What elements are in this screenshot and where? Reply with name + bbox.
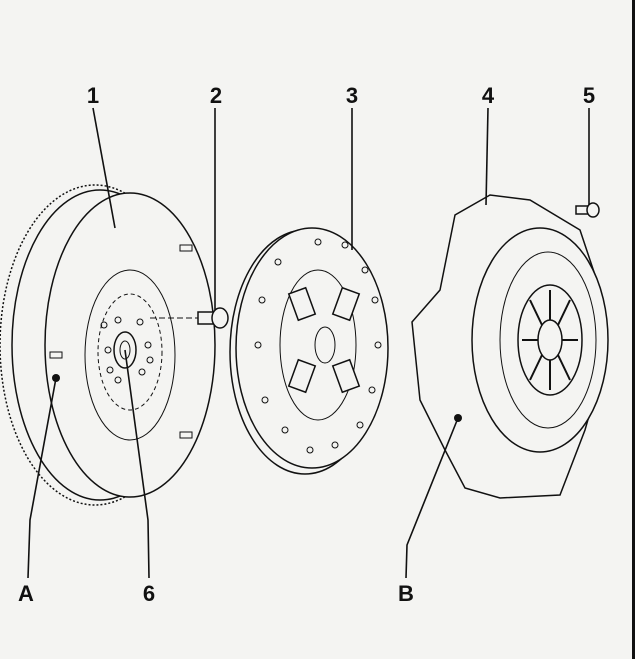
- flywheel-bolt: [150, 307, 229, 329]
- label-part-3: 3: [346, 83, 358, 108]
- label-part-1: 1: [87, 83, 99, 108]
- pressure-plate-bolt: [575, 202, 600, 218]
- leader-lines: [27, 107, 590, 579]
- label-point-a: A: [18, 581, 34, 606]
- label-part-2: 2: [210, 83, 222, 108]
- clutch-disc: [229, 227, 389, 475]
- flywheel: [0, 184, 216, 506]
- label-part-4: 4: [482, 83, 495, 108]
- label-part-5: 5: [583, 83, 595, 108]
- pressure-plate: [411, 194, 609, 499]
- label-part-6: 6: [143, 581, 155, 606]
- label-point-b: B: [398, 581, 414, 606]
